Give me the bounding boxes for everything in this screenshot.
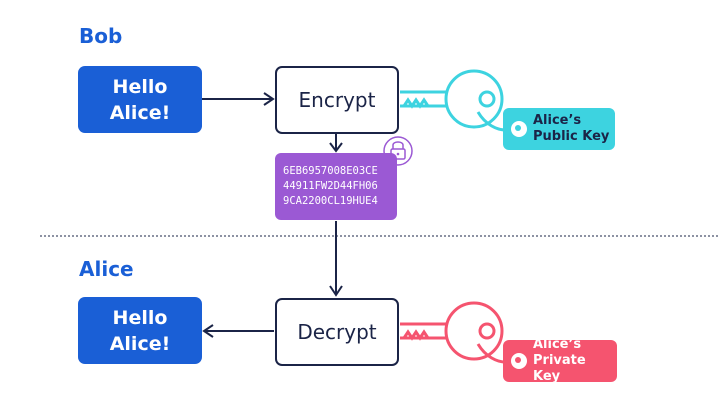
bob-label: Bob	[79, 24, 123, 48]
public-key-tag-line2: Public Key	[533, 129, 610, 144]
alice-label: Alice	[79, 257, 134, 281]
bob-message-box: Hello Alice!	[78, 66, 202, 133]
ciphertext-line: 44911FW2D44FH06	[283, 180, 378, 192]
private-key-icon	[400, 301, 509, 364]
arrow-cipher-to-decrypt	[329, 221, 343, 297]
alice-message-box: Hello Alice!	[78, 297, 202, 364]
ciphertext-box: 6EB6957008E03CE 44911FW2D44FH06 9CA2200C…	[275, 153, 397, 220]
public-key-icon	[400, 69, 509, 132]
arrow-message-to-encrypt	[202, 92, 275, 106]
encrypt-box: Encrypt	[275, 66, 399, 134]
arrow-encrypt-to-cipher	[329, 133, 343, 153]
key-tag-dot-icon	[511, 353, 527, 369]
private-key-tag: Alice’s Private Key	[503, 337, 617, 384]
arrow-decrypt-to-message	[202, 324, 274, 338]
public-key-tag-line1: Alice’s	[533, 113, 582, 128]
ciphertext-line: 6EB6957008E03CE	[283, 165, 378, 177]
private-key-tag-line2: Private Key	[533, 353, 586, 384]
decrypt-box: Decrypt	[275, 298, 399, 366]
ciphertext-line: 9CA2200CL19HUE4	[283, 195, 378, 207]
key-tag-dot-icon	[511, 121, 527, 137]
private-key-tag-line1: Alice’s	[533, 337, 582, 352]
public-key-tag: Alice’s Public Key	[503, 108, 615, 150]
